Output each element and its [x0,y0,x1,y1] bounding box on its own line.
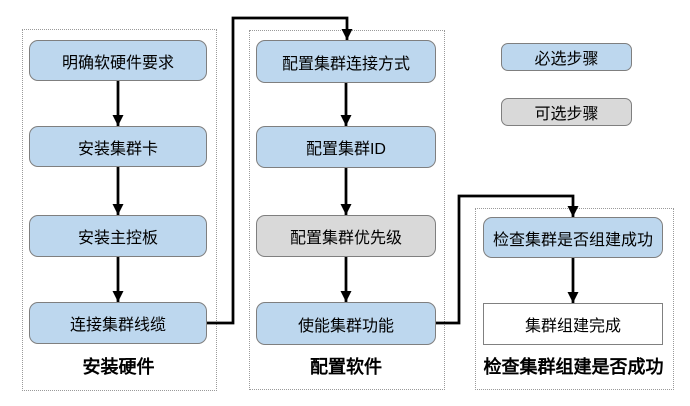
step-install-main-control-board: 安装主控板 [29,215,207,257]
step-configure-cluster-priority: 配置集群优先级 [256,215,436,257]
group-label-check-cluster: 检查集群组建是否成功 [483,357,664,377]
step-configure-cluster-id: 配置集群ID [256,126,436,168]
step-install-cluster-card: 安装集群卡 [29,126,207,167]
legend-required-step: 必选步骤 [501,43,632,71]
group-label-configure-software: 配置软件 [310,357,382,377]
step-enable-cluster-function: 使能集群功能 [256,302,436,345]
step-cluster-formation-complete: 集群组建完成 [483,303,663,345]
step-check-cluster-formation: 检查集群是否组建成功 [483,217,663,258]
step-clarify-sw-hw-requirements: 明确软硬件要求 [29,40,207,81]
step-connect-cluster-cables: 连接集群线缆 [29,302,207,344]
legend-optional-step: 可选步骤 [501,98,632,126]
step-configure-cluster-connection-mode: 配置集群连接方式 [256,40,436,83]
group-label-install-hardware: 安装硬件 [82,357,155,377]
